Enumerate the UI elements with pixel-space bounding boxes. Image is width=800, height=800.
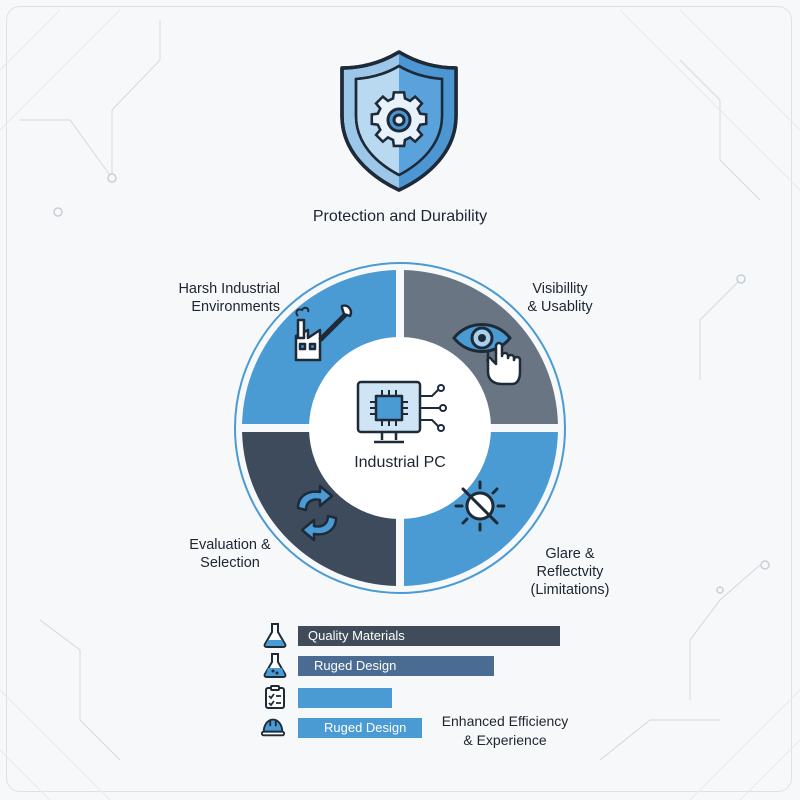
label-evaluation-selection: Evaluation & Selection [189, 537, 271, 571]
checklist-icon [265, 685, 285, 709]
bar-blank [298, 688, 392, 708]
bar-ruged-design-2: Ruged Design [298, 718, 422, 738]
page-title: Protection and Durability [312, 208, 488, 225]
label-visibility-usability: Visibillity & Usablity [527, 281, 593, 315]
bar-quality-materials: Quality Materials [298, 626, 560, 646]
label-harsh-environments: Harsh Industrial Environments [178, 281, 280, 315]
side-note: Enhanced Efficiency & Experience [441, 713, 569, 748]
hard-hat-icon [260, 718, 286, 737]
eye-touch-icon [452, 323, 522, 386]
cycle-arrows-icon [296, 484, 338, 542]
flask-icon [263, 653, 287, 678]
page-frame [6, 6, 792, 792]
center-label: Industrial PC [354, 454, 446, 471]
no-glare-icon [454, 480, 506, 532]
label-glare-reflectivity: Glare & Reflectvity (Limitations) [530, 546, 610, 598]
bar-ruged-design: Ruged Design [298, 656, 494, 676]
shield-gear-icon [340, 50, 458, 192]
monitor-chip-icon [356, 380, 447, 444]
factory-wrench-icon [294, 304, 353, 362]
flask-icon [263, 623, 287, 648]
segment-evaluation-selection [242, 431, 397, 586]
